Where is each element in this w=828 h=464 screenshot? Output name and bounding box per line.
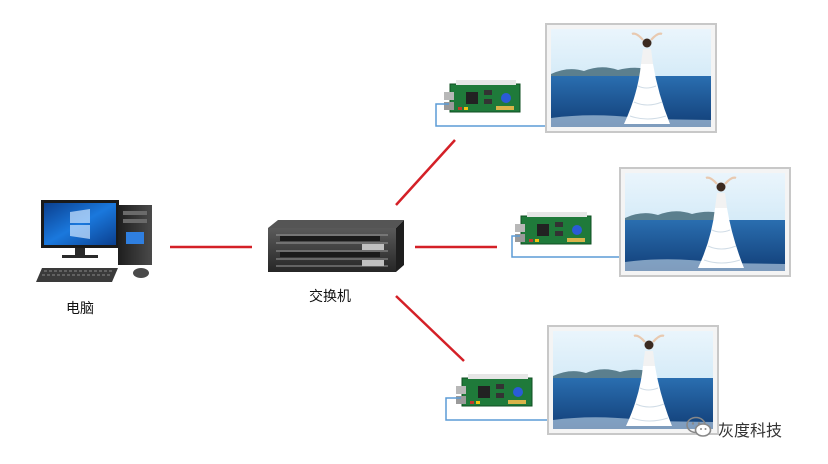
connection-lines [170, 139, 497, 362]
cable [435, 103, 546, 127]
display-screen-icon [544, 22, 718, 134]
led-controller-card-icon [455, 373, 533, 407]
watermark: 灰度科技 [686, 416, 782, 442]
cable [445, 397, 548, 421]
desktop-computer-icon [36, 200, 152, 282]
computer-label: 电脑 [66, 301, 94, 317]
wechat-icon [686, 416, 712, 442]
switch-label: 交换机 [309, 289, 351, 305]
led-controller-card-icon [514, 211, 592, 245]
led-controller-card-icon [443, 79, 521, 113]
watermark-text: 灰度科技 [718, 421, 783, 440]
display-screen-icon [618, 166, 792, 278]
network-switch-icon [268, 220, 404, 272]
cable [511, 235, 620, 258]
